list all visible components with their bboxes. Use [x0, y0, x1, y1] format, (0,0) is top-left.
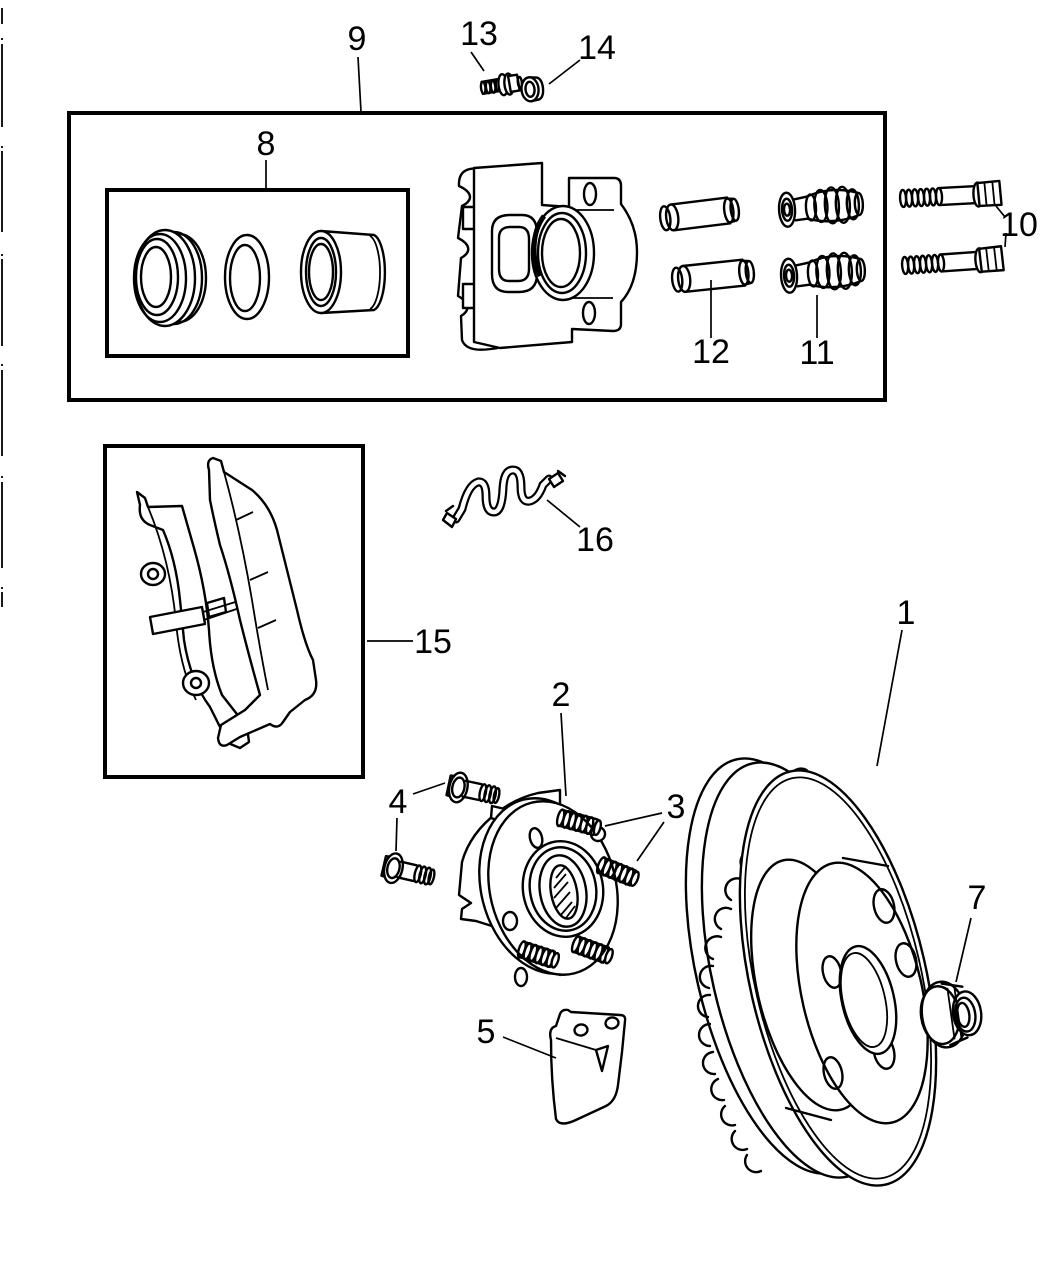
hub-nut	[919, 980, 983, 1049]
piston-boot	[132, 228, 208, 328]
part-labels: 1 2 3 4 5 7 8 9 10 11 12 13 14 15 16	[257, 15, 1038, 1051]
caliper-bolt-upper	[898, 179, 1003, 209]
pad-clip	[441, 465, 567, 529]
leader-lines	[265, 51, 1007, 1059]
label-hub-nut: 7	[968, 879, 987, 917]
label-caliper-bolt: 10	[1000, 206, 1038, 244]
hub-and-bearing	[457, 788, 640, 988]
label-bushing: 11	[799, 334, 834, 372]
caliper-piston	[299, 229, 387, 315]
pad-kit	[103, 444, 365, 779]
caliper-bolt-lower	[900, 245, 1005, 276]
stud-bottom-left	[516, 940, 561, 969]
guide-pin-upper	[658, 196, 741, 232]
label-hub-bearing: 2	[552, 676, 571, 714]
guide-pin-lower	[670, 258, 756, 294]
stud-top	[555, 808, 603, 837]
rotor-center-bore	[838, 944, 898, 1056]
stud-right	[595, 856, 640, 887]
label-splash-shield: 5	[477, 1013, 496, 1051]
splash-shield	[548, 1008, 627, 1125]
brake-rotor	[684, 757, 938, 1187]
label-bleeder-cap: 14	[578, 29, 616, 67]
bushing-upper	[777, 185, 865, 228]
stud-bottom-right	[570, 934, 614, 965]
label-bleeder-screw: 13	[460, 15, 498, 53]
caliper-kit-box	[67, 111, 887, 402]
label-pad-clip: 16	[576, 521, 614, 559]
label-caliper-kit: 9	[348, 20, 367, 58]
bleeder-screw	[479, 72, 524, 97]
seal-kit	[105, 188, 410, 358]
label-hub-bolt: 4	[389, 783, 408, 821]
brake-caliper	[456, 161, 639, 351]
label-seal-kit: 8	[257, 125, 276, 163]
spline-hatch	[553, 865, 576, 919]
label-guide-pin: 12	[692, 333, 730, 371]
bleeder-cap	[520, 76, 545, 103]
hub-bolt-upper	[445, 771, 501, 805]
hub-center-boss	[521, 840, 605, 938]
piston-seal	[223, 233, 271, 321]
bushing-lower	[779, 251, 867, 294]
hub-bolt-lower	[380, 852, 436, 886]
inboard-pad	[206, 456, 318, 747]
label-rotor: 1	[897, 594, 916, 632]
rotor-hat-side	[784, 856, 890, 1122]
label-wheel-stud: 3	[667, 788, 686, 826]
label-pad-kit: 15	[414, 623, 452, 661]
